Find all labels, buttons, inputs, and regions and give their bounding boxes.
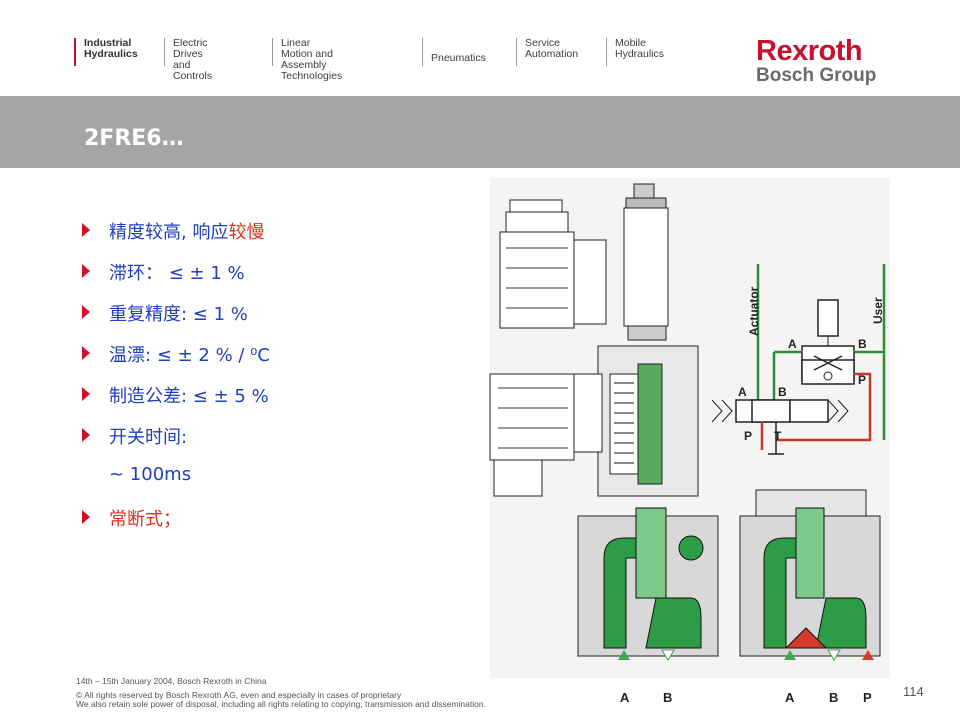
port-b1-arrow-icon [661, 649, 675, 661]
proportional-solenoid-symbol [817, 299, 839, 337]
bottom-label-a2: A [785, 690, 795, 705]
port-p2-arrow-icon [862, 650, 874, 660]
bullet-item: 精度较高, 响应较慢 [78, 218, 458, 259]
bullet-text: 滞环： ≤ ± 1 % [109, 263, 245, 284]
bottom-label-b1: B [663, 690, 672, 705]
check-ball-icon [823, 371, 833, 381]
rexroth-logo: Rexroth Bosch Group [756, 36, 876, 86]
label-port-b: B [778, 385, 787, 399]
footer: 14th – 15th January 2004, Bosch Rexroth … [76, 676, 486, 709]
bullet-item: 滞环： ≤ ± 1 % [78, 259, 458, 300]
bullet-text: 制造公差: ≤ ± 5 % [109, 386, 269, 407]
label-sym-p: P [858, 373, 866, 387]
slide-title: 2FRE6… [84, 126, 184, 151]
left-throttle-spool [635, 507, 667, 599]
label-sym-b: B [858, 337, 867, 351]
triangle-bullet-icon [82, 510, 90, 524]
bullet-text: 开关时间: [109, 427, 188, 448]
directional-valve-mid [751, 399, 791, 423]
right-spring-icon [827, 399, 849, 423]
page-number: 114 [903, 684, 924, 699]
left-check-valve [678, 535, 704, 561]
lower-plug-gland [493, 459, 543, 497]
lower-plug-body [489, 373, 575, 461]
bullet-highlight: 常断式； [109, 509, 181, 530]
port-a1-arrow-icon [618, 650, 630, 660]
pressure-line [776, 372, 872, 442]
bullet-text: ~ 100ms [109, 464, 192, 485]
valve-section-diagram: A B A B P Actuator User A B P A B P T [489, 178, 890, 705]
label-port-t: T [774, 429, 782, 443]
left-channel-b [645, 597, 702, 649]
left-channel-a [603, 537, 637, 649]
upper-plug-cap [509, 199, 563, 213]
throttle-arrows-icon [813, 355, 843, 371]
right-channel-b [815, 597, 867, 649]
label-user: User [871, 297, 885, 324]
label-actuator: Actuator [747, 286, 761, 336]
port-b2-arrow-icon [827, 649, 841, 661]
footer-date: 14th – 15th January 2004, Bosch Rexroth … [76, 676, 267, 686]
lower-plug-ribs [498, 387, 568, 449]
triangle-bullet-icon [82, 305, 90, 319]
triangle-bullet-icon [82, 428, 90, 442]
bullet-list: 精度较高, 响应较慢 滞环： ≤ ± 1 % 重复精度: ≤ 1 % 温漂: ≤… [78, 218, 458, 546]
nav-item-industrial-hydraulics: Industrial Hydraulics [74, 38, 138, 66]
bottom-label-a1: A [620, 690, 630, 705]
bottom-label-b2: B [829, 690, 838, 705]
right-throttle-spool [795, 507, 825, 599]
bullet-text: 重复精度: ≤ 1 % [109, 304, 248, 325]
label-port-a: A [738, 385, 747, 399]
upper-plug-neck [573, 239, 607, 325]
nut-washer [625, 197, 667, 209]
bullet-item: 制造公差: ≤ ± 5 % [78, 382, 458, 423]
bullet-highlight: 较慢 [228, 222, 265, 243]
upper-plug-collar [505, 211, 569, 233]
bullet-item: 常断式； [78, 505, 458, 546]
lower-nut [627, 325, 667, 341]
logo-group: Bosch Group [756, 65, 877, 86]
footer-copyright: © All rights reserved by Bosch Rexroth A… [76, 690, 402, 700]
left-spring-icon [711, 399, 733, 423]
label-sym-a: A [788, 337, 797, 351]
triangle-bullet-icon [82, 264, 90, 278]
bottom-label-p2: P [863, 690, 872, 705]
triangle-bullet-icon [82, 346, 90, 360]
footer-rights: We also retain sole power of disposal, i… [76, 699, 486, 709]
bullet-item: 温漂: ≤ ± 2 % / ⁰C [78, 341, 458, 382]
bullet-item: 重复精度: ≤ 1 % [78, 300, 458, 341]
label-port-p: P [744, 429, 752, 443]
lower-plug-neck [573, 373, 603, 453]
directional-valve-right [789, 399, 829, 423]
right-pressure-port [784, 627, 828, 649]
nav-item-pneumatics: Pneumatics [422, 38, 486, 66]
port-a2-arrow-icon [784, 650, 796, 660]
nav-item-electric-drives: Electric Drives and Controls [164, 38, 212, 82]
bullet-item: ~ 100ms [78, 464, 458, 505]
hydraulic-symbol: Actuator User A B P A B P T [711, 264, 886, 455]
armature [637, 363, 663, 485]
bullet-text: 精度较高, 响应 [109, 222, 229, 243]
bullet-text: 温漂: ≤ ± 2 % / ⁰C [109, 345, 270, 366]
nav-item-service-automation: Service Automation [516, 38, 578, 66]
solenoid-tube [623, 207, 669, 327]
nav-item-mobile-hydraulics: Mobile Hydraulics [606, 38, 664, 66]
upper-plug-body [499, 231, 575, 329]
upper-plug-ribs [506, 247, 568, 309]
bullet-item: 开关时间: [78, 423, 458, 464]
logo-brand: Rexroth [756, 35, 863, 67]
right-channel-a [763, 537, 797, 649]
triangle-bullet-icon [82, 387, 90, 401]
top-nut [633, 183, 655, 199]
coil-window [609, 373, 639, 475]
coil-windings [614, 382, 634, 464]
title-bar [0, 96, 960, 168]
nav-item-linear-motion: Linear Motion and Assembly Technologies [272, 38, 342, 82]
triangle-bullet-icon [82, 223, 90, 237]
